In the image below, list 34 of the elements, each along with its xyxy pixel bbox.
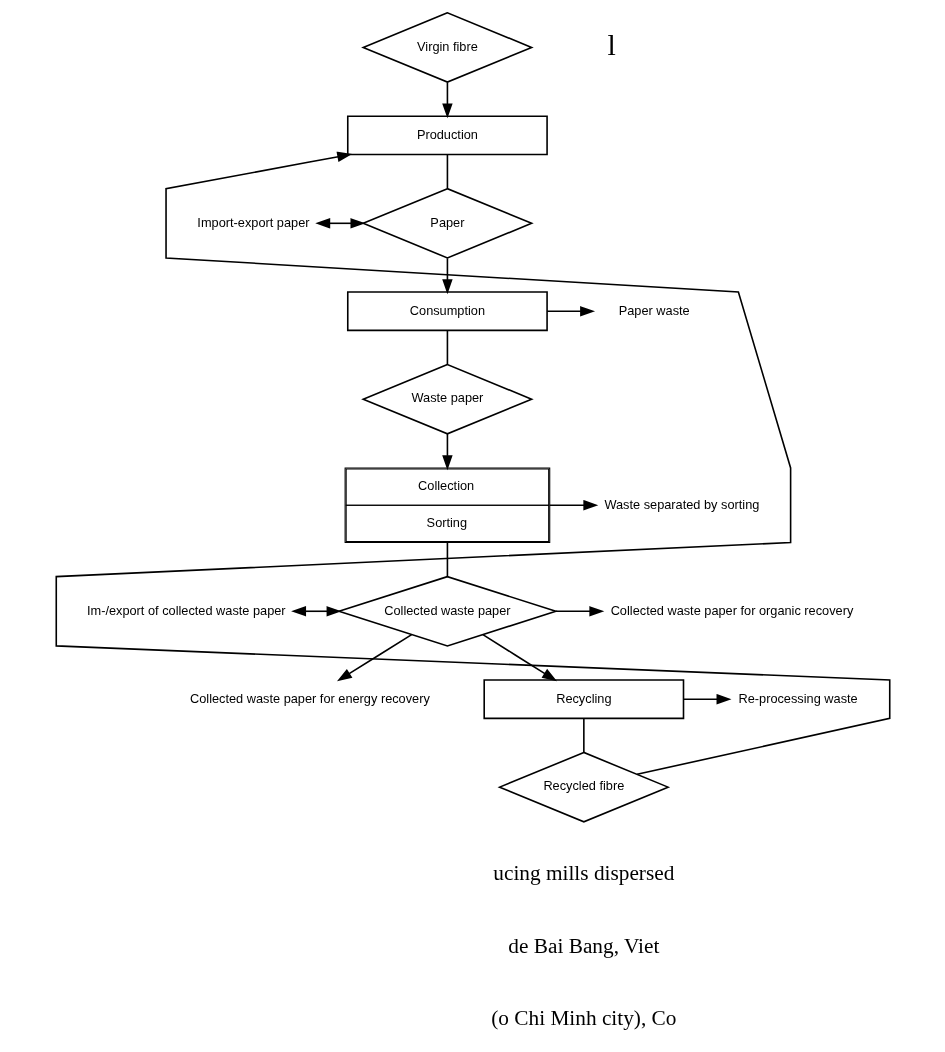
node-text: Im-/export of collected waste paper xyxy=(86,602,286,618)
node-box: Consumption xyxy=(346,291,548,332)
label: ucing mills dispersed xyxy=(492,861,674,886)
node-box: Recycling xyxy=(482,679,684,720)
connector xyxy=(446,329,448,366)
connector xyxy=(446,153,448,190)
arrow xyxy=(481,633,557,682)
label: de Bai Bang, Viet xyxy=(507,933,659,958)
node-box: Production xyxy=(346,115,548,156)
node-text: Collected waste paper for energy recovery xyxy=(189,690,430,706)
arrow xyxy=(336,633,412,682)
node-text: Paper waste xyxy=(618,302,690,318)
label: l xyxy=(606,27,616,61)
node-text: Waste separated by sorting xyxy=(603,496,759,512)
arrow xyxy=(290,606,341,617)
arrow xyxy=(441,81,453,119)
arrow xyxy=(441,433,453,471)
arrow xyxy=(682,693,731,705)
arrow xyxy=(545,306,595,317)
node-diamond: Recycled fibre xyxy=(497,751,670,823)
node-text: Re-processing waste xyxy=(737,690,858,706)
arrow xyxy=(54,151,891,776)
node-diamond: Virgin fibre xyxy=(360,11,534,83)
label: (o Chi Minh city), Co xyxy=(490,1006,676,1031)
arrow xyxy=(314,218,365,229)
node-diamond: Paper xyxy=(360,187,534,259)
arrow xyxy=(554,606,604,617)
arrow xyxy=(548,500,598,511)
connector xyxy=(446,541,448,578)
connector xyxy=(582,717,585,754)
node-diamond: Waste paper xyxy=(360,363,534,435)
arrow xyxy=(441,257,453,295)
node-text: Collected waste paper for organic recovery xyxy=(610,602,853,618)
node-text: Import-export paper xyxy=(196,214,309,230)
